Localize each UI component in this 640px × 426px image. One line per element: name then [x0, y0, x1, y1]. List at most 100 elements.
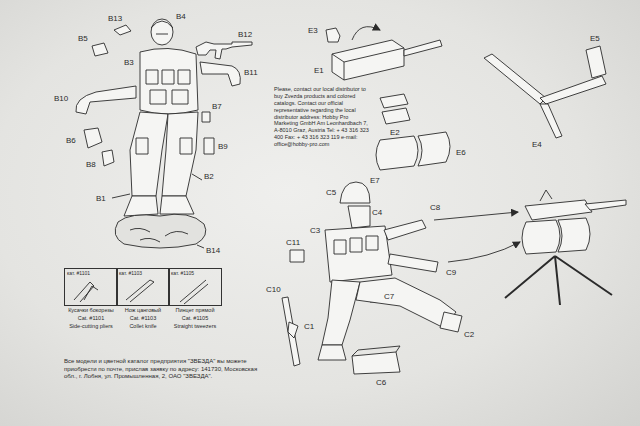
part-number: E7 [370, 176, 380, 186]
tool-caption: Cat. #1105 [168, 315, 222, 322]
ammo-drum-part [376, 132, 450, 170]
catalog-number: кат. #1103 [117, 269, 169, 277]
rifle-part [196, 42, 252, 59]
legs-part [322, 280, 360, 345]
tool-card: кат. #1105Пинцет прямойCat. #1105Straigh… [168, 268, 222, 330]
vest-part [140, 48, 198, 114]
leader-line [112, 194, 130, 198]
assembled-gun [525, 200, 592, 220]
tool-icon [180, 280, 208, 304]
part-number: C6 [376, 378, 386, 388]
helmet-part [340, 182, 370, 203]
part-number: B8 [86, 160, 96, 170]
assembled-gun [505, 190, 626, 305]
vest-part [334, 240, 346, 254]
tool-picture-box: кат. #1103 [116, 268, 170, 306]
tripod-part [484, 54, 546, 104]
frame-part [380, 94, 410, 124]
sight-part [326, 28, 340, 42]
assembly-arrow [352, 27, 380, 40]
part-number: C7 [384, 292, 394, 302]
assembly-arrow [352, 27, 520, 262]
arm-part [200, 62, 240, 86]
ammo-box-part [352, 346, 400, 356]
part-number: C10 [266, 285, 281, 295]
hand-part [114, 25, 131, 35]
helmet-part [340, 182, 370, 203]
ammo-drum-part [376, 136, 418, 170]
sight-part [326, 28, 340, 42]
part-number: B13 [108, 14, 122, 24]
head-part [151, 21, 173, 28]
tripod-part [484, 46, 606, 138]
tripod-part [540, 76, 606, 104]
vest-part [325, 226, 392, 282]
head-part [348, 206, 370, 228]
tool-icon [126, 280, 154, 302]
part-number: C5 [326, 188, 336, 198]
vest-part [150, 90, 166, 104]
legs-part [356, 278, 456, 328]
legs-part [440, 312, 462, 332]
tool-picture-box: кат. #1101 [64, 268, 118, 306]
legs-part [160, 196, 194, 214]
assembled-gun [522, 220, 560, 254]
part-number: B7 [212, 102, 222, 112]
receiver-part [404, 40, 442, 56]
assembly-arrow [434, 212, 518, 220]
arm-part [202, 112, 210, 122]
hand-part [92, 25, 131, 56]
arm-part [204, 138, 214, 154]
part-number: E6 [456, 148, 466, 158]
frame-part [382, 108, 410, 124]
legs-part [124, 196, 158, 216]
tool-picture-box: кат. #1105 [168, 268, 222, 306]
tool-caption: Нож цанговый [116, 307, 170, 314]
vest-part [178, 70, 190, 84]
part-number: B5 [78, 34, 88, 44]
tool-caption: Кусачки бокорезы [64, 307, 118, 314]
base-part [130, 228, 188, 242]
arm-part [384, 220, 426, 240]
tool-caption: Straight tweezers [168, 323, 222, 330]
assembled-gun [558, 218, 590, 252]
leader-line [197, 245, 204, 248]
rifle-part [288, 322, 298, 338]
tool-caption: Side-cutting pliers [64, 323, 118, 330]
tool-caption: Collet knife [116, 323, 170, 330]
vest-part [350, 238, 362, 252]
arm-part [102, 150, 114, 166]
ammo-drum-part [418, 132, 450, 166]
assembled-gun [505, 256, 612, 305]
rifle-part [282, 297, 300, 366]
arm-part [388, 254, 438, 272]
legs-part [318, 345, 346, 360]
tool-caption: Пинцет прямой [168, 307, 222, 314]
part-number: B4 [176, 12, 186, 22]
legs-part [130, 112, 168, 196]
catalog-number: кат. #1101 [65, 269, 117, 277]
rifle-part [282, 297, 300, 366]
drawing-element [74, 19, 626, 374]
assembly-arrow [448, 242, 520, 262]
catalog-number: кат. #1105 [169, 269, 221, 277]
part-number: B11 [244, 68, 258, 78]
address-note: Все модели и цветной каталог предприятия… [64, 358, 270, 381]
tool-icon [74, 280, 208, 304]
legs-part [318, 278, 462, 360]
vest-part [172, 90, 188, 104]
arm-part [290, 250, 304, 262]
receiver-part [332, 48, 404, 80]
receiver-part [332, 40, 404, 80]
tool-card: кат. #1103Нож цанговыйCat. #1103Collet k… [116, 268, 170, 330]
tool-caption: Cat. #1101 [64, 315, 118, 322]
head-part [348, 206, 370, 228]
part-number: C8 [430, 203, 440, 213]
assembled-gun [585, 200, 626, 210]
vest-part [146, 70, 158, 84]
contact-note: Please, contact our local distributor to… [274, 86, 370, 148]
part-number: C3 [310, 226, 320, 236]
part-number: B14 [206, 246, 220, 256]
vest-part [140, 48, 198, 114]
